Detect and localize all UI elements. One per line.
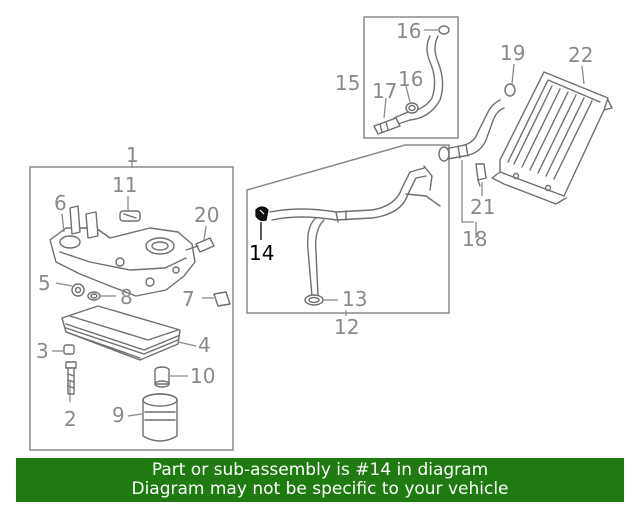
leader-lines: [52, 29, 585, 417]
callout-14: 14: [249, 241, 274, 265]
callout-18: 18: [462, 227, 487, 251]
info-banner: Part or sub-assembly is #14 in diagram D…: [16, 458, 624, 502]
callout-1: 1: [126, 143, 139, 167]
clamp-16-mid: [405, 102, 419, 114]
callout-13: 13: [342, 287, 367, 311]
clamp-13: [304, 294, 324, 306]
callout-15: 15: [335, 71, 360, 95]
fitting-14: [255, 206, 269, 222]
callout-11: 11: [112, 173, 137, 197]
sensor-11: [119, 210, 141, 222]
callout-4: 4: [198, 333, 211, 357]
callout-20: 20: [194, 203, 219, 227]
plug-19: [504, 83, 516, 97]
banner-line-1: Part or sub-assembly is #14 in diagram: [151, 460, 489, 480]
callout-6: 6: [54, 191, 67, 215]
oil-cooler-4: [61, 305, 181, 361]
gasket-5: [71, 283, 85, 297]
callout-16-top: 16: [396, 19, 421, 43]
cooler-22: [491, 71, 613, 205]
fitting-10: [154, 366, 170, 388]
callout-3: 3: [36, 339, 49, 363]
callout-12: 12: [334, 315, 359, 339]
sensor-20: [185, 237, 215, 253]
group-box-15: [363, 16, 459, 139]
oil-filter-housing: [49, 205, 196, 297]
plug-3: [63, 344, 75, 355]
oil-filter-9: [142, 393, 178, 442]
clamp-16-top: [438, 25, 450, 35]
callout-9: 9: [112, 403, 125, 427]
hose-15: [393, 35, 444, 125]
callout-22: 22: [568, 43, 593, 67]
bolt-2: [65, 361, 77, 395]
valve-21: [475, 163, 487, 187]
group-box-12: [246, 144, 450, 314]
banner-line-2: Diagram may not be specific to your vehi…: [131, 479, 509, 499]
callout-5: 5: [38, 271, 51, 295]
seal-8: [87, 291, 101, 301]
hose-18: [438, 99, 505, 162]
plug-7: [213, 291, 231, 307]
callout-8: 8: [120, 285, 133, 309]
hose-assembly-12: [269, 165, 441, 297]
callout-21: 21: [470, 195, 495, 219]
callout-10: 10: [190, 364, 215, 388]
callout-labels: 1 2 3 4 5 6 7 8 9 10 11 12 13 14 15 16 1…: [36, 19, 593, 431]
callout-16-mid: 16: [398, 67, 423, 91]
callout-19: 19: [500, 41, 525, 65]
callout-7: 7: [182, 287, 195, 311]
callout-17: 17: [372, 79, 397, 103]
connector-17: [373, 117, 401, 135]
callout-2: 2: [64, 407, 77, 431]
